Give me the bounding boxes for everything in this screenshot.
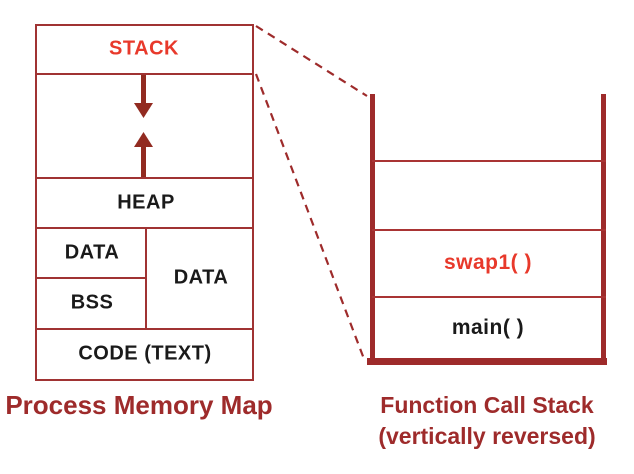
stack-frame-swap1: swap1( ) xyxy=(443,251,533,274)
frame-divider-2 xyxy=(372,229,606,231)
data-right-section-label: DATA xyxy=(173,266,229,289)
bss-section-label: BSS xyxy=(70,291,114,314)
call-stack-bottom-bar xyxy=(367,358,607,365)
code-section-label: CODE (TEXT) xyxy=(78,342,212,365)
heap-section-label: HEAP xyxy=(117,191,175,214)
data-left-section-label: DATA xyxy=(64,241,120,264)
heap-bottom-divider xyxy=(35,227,254,229)
frame-divider-3 xyxy=(372,296,606,298)
call-stack-caption-line2: (vertically reversed) xyxy=(378,423,596,449)
data-bss-divider xyxy=(35,277,147,279)
dashed-connector-top xyxy=(255,25,368,97)
frame-divider-1 xyxy=(372,160,606,162)
call-stack-caption: Function Call Stack (vertically reversed… xyxy=(378,390,595,452)
data-column-divider xyxy=(145,227,147,330)
code-top-divider xyxy=(35,328,254,330)
stack-frame-main: main( ) xyxy=(451,316,525,339)
memory-map-caption: Process Memory Map xyxy=(5,390,273,420)
stack-section-divider xyxy=(35,73,254,75)
dashed-connector-bottom xyxy=(254,73,366,360)
stack-section-label: STACK xyxy=(109,37,179,60)
call-stack-caption-line1: Function Call Stack xyxy=(380,392,594,418)
heap-top-divider xyxy=(35,177,254,179)
